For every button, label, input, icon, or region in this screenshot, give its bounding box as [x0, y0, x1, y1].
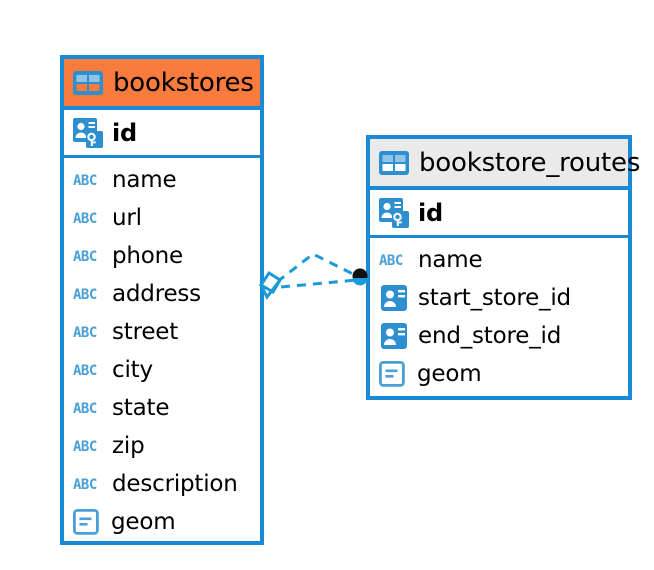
relationship-line-upper — [276, 252, 358, 284]
field-label: start_store_id — [418, 285, 571, 311]
field-label: zip — [112, 433, 145, 459]
foreign-key-icon — [379, 323, 409, 349]
primary-key-icon — [73, 117, 103, 148]
svg-text:ABC: ABC — [73, 173, 97, 189]
primary-key-label-bookstore-routes: id — [418, 198, 444, 227]
foreign-key-icon — [379, 285, 409, 311]
svg-text:ABC: ABC — [73, 363, 97, 379]
text-abc-icon: ABC — [73, 171, 103, 189]
primary-key-label-bookstores: id — [112, 118, 138, 147]
table-icon — [73, 70, 103, 95]
field-list-bookstore-routes: ABC name start_store_id — [370, 238, 628, 393]
text-abc-icon: ABC — [379, 251, 409, 269]
entity-header-bookstores[interactable]: bookstores — [64, 59, 260, 110]
entity-title-bookstores: bookstores — [113, 67, 254, 98]
svg-text:ABC: ABC — [73, 249, 97, 265]
text-abc-icon: ABC — [73, 323, 103, 341]
field-row[interactable]: ABC url — [64, 199, 260, 237]
svg-text:ABC: ABC — [379, 253, 403, 269]
field-row[interactable]: geom — [64, 503, 260, 541]
field-row[interactable]: end_store_id — [370, 317, 628, 355]
entity-header-bookstore-routes[interactable]: bookstore_routes — [370, 139, 640, 190]
svg-text:ABC: ABC — [73, 477, 97, 493]
text-abc-icon: ABC — [73, 285, 103, 303]
field-label: city — [112, 357, 153, 383]
relationship-line-lower — [280, 278, 358, 289]
primary-key-row-bookstore-routes[interactable]: id — [370, 190, 628, 238]
svg-text:ABC: ABC — [73, 439, 97, 455]
field-row[interactable]: ABC phone — [64, 237, 260, 275]
field-label: address — [112, 281, 201, 307]
field-row[interactable]: ABC zip — [64, 427, 260, 465]
field-row[interactable]: ABC description — [64, 465, 260, 503]
field-row[interactable]: ABC name — [64, 161, 260, 199]
text-abc-icon: ABC — [73, 399, 103, 417]
svg-text:ABC: ABC — [73, 401, 97, 417]
primary-key-row-bookstores[interactable]: id — [64, 110, 260, 158]
table-icon — [379, 150, 409, 175]
field-row[interactable]: ABC street — [64, 313, 260, 351]
text-abc-icon: ABC — [73, 247, 103, 265]
field-label: geom — [111, 509, 176, 535]
entity-bookstores[interactable]: bookstores id — [60, 55, 264, 545]
field-label: name — [112, 167, 177, 193]
field-label: name — [418, 247, 483, 273]
svg-text:ABC: ABC — [73, 287, 97, 303]
field-label: geom — [417, 361, 482, 387]
field-list-bookstores: ABC name ABC url ABC p — [64, 158, 260, 541]
text-abc-icon: ABC — [73, 437, 103, 455]
field-label: phone — [112, 243, 183, 269]
field-row[interactable]: ABC state — [64, 389, 260, 427]
text-abc-icon: ABC — [73, 361, 103, 379]
field-label: state — [112, 395, 170, 421]
field-label: description — [112, 471, 238, 497]
field-label: street — [112, 319, 179, 345]
geometry-icon — [379, 361, 408, 387]
field-row[interactable]: geom — [370, 355, 628, 393]
primary-key-icon — [379, 197, 409, 228]
field-row[interactable]: ABC city — [64, 351, 260, 389]
svg-text:ABC: ABC — [73, 325, 97, 341]
text-abc-icon: ABC — [73, 475, 103, 493]
svg-text:ABC: ABC — [73, 211, 97, 227]
field-row[interactable]: ABC name — [370, 241, 628, 279]
relationship-connector[interactable] — [255, 240, 375, 315]
field-label: end_store_id — [418, 323, 562, 349]
entity-title-bookstore-routes: bookstore_routes — [419, 147, 641, 178]
geometry-icon — [73, 509, 102, 535]
text-abc-icon: ABC — [73, 209, 103, 227]
field-row[interactable]: ABC address — [64, 275, 260, 313]
field-row[interactable]: start_store_id — [370, 279, 628, 317]
field-label: url — [112, 205, 142, 231]
entity-bookstore-routes[interactable]: bookstore_routes id — [366, 135, 640, 400]
